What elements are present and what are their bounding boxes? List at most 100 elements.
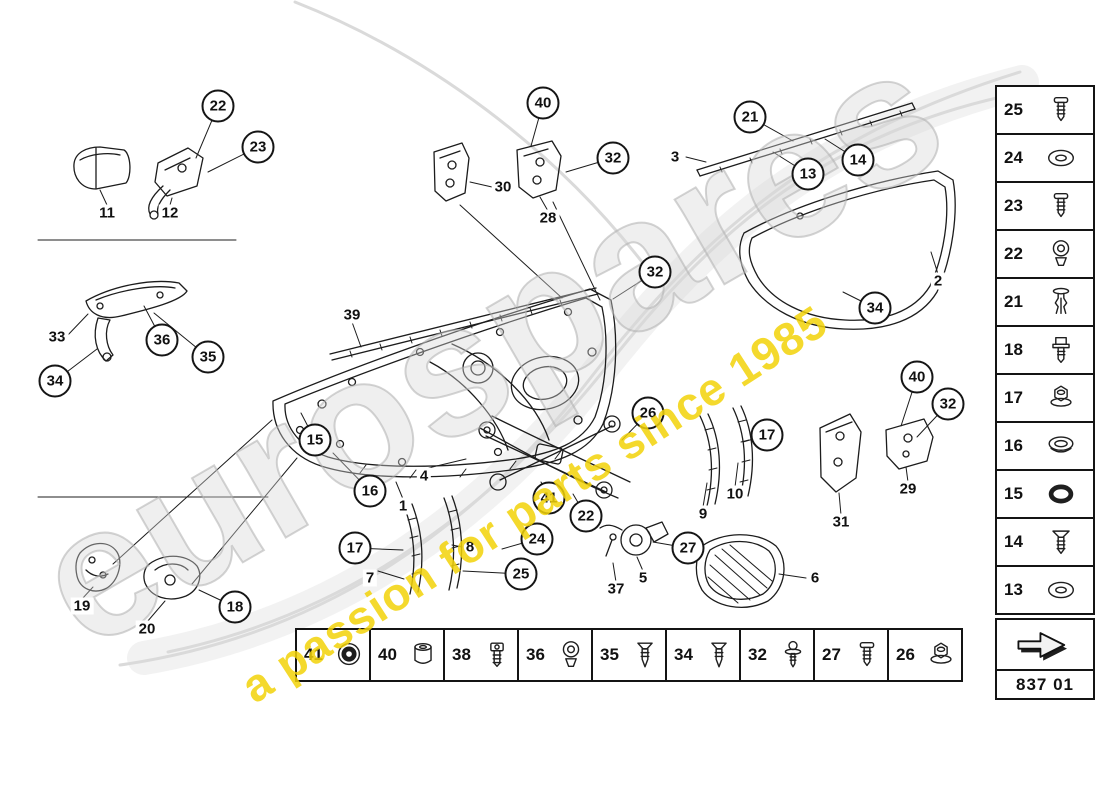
callout-23[interactable]: 23 bbox=[241, 130, 275, 164]
callout-20[interactable]: 20 bbox=[135, 620, 159, 638]
sidebar-part-23[interactable]: 23 bbox=[995, 181, 1095, 231]
callout-3[interactable]: 3 bbox=[667, 148, 683, 166]
door-check-strap-drawing bbox=[148, 147, 204, 220]
grommet-icon bbox=[550, 638, 591, 672]
sidebar-part-22[interactable]: 22 bbox=[995, 229, 1095, 279]
seal-ring-icon bbox=[1028, 477, 1093, 511]
callout-7[interactable]: 7 bbox=[362, 569, 378, 587]
callout-40[interactable]: 40 bbox=[526, 86, 560, 120]
callout-39[interactable]: 39 bbox=[340, 306, 364, 324]
screw-with-washer-icon bbox=[772, 638, 813, 672]
push-rivet-icon bbox=[328, 638, 369, 672]
callout-15[interactable]: 15 bbox=[298, 423, 332, 457]
sidebar-part-24[interactable]: 24 bbox=[995, 133, 1095, 183]
callout-35[interactable]: 35 bbox=[191, 340, 225, 374]
sidebar-part-17[interactable]: 17 bbox=[995, 373, 1095, 423]
callout-32[interactable]: 32 bbox=[596, 141, 630, 175]
callout-17[interactable]: 17 bbox=[338, 531, 372, 565]
bottom-part-40[interactable]: 40 bbox=[369, 628, 445, 682]
part-number: 15 bbox=[1004, 484, 1023, 503]
sidebar-part-25[interactable]: 25 bbox=[995, 85, 1095, 135]
part-number: 13 bbox=[1004, 580, 1023, 599]
callout-34[interactable]: 34 bbox=[858, 291, 892, 325]
callout-18[interactable]: 18 bbox=[218, 590, 252, 624]
callout-36[interactable]: 36 bbox=[145, 323, 179, 357]
callout-25[interactable]: 25 bbox=[504, 557, 538, 591]
bottom-part-36[interactable]: 36 bbox=[517, 628, 593, 682]
sidebar-part-13[interactable]: 13 bbox=[995, 565, 1095, 615]
part-number: 25 bbox=[1004, 100, 1023, 119]
washer-icon bbox=[1028, 573, 1093, 607]
callout-19[interactable]: 19 bbox=[70, 597, 94, 615]
callout-34[interactable]: 34 bbox=[38, 364, 72, 398]
callout-32[interactable]: 32 bbox=[931, 387, 965, 421]
callout-24[interactable]: 24 bbox=[520, 522, 554, 556]
callout-8[interactable]: 8 bbox=[462, 538, 478, 556]
part-number: 26 bbox=[896, 645, 915, 664]
waist-seal-strip-drawing bbox=[329, 287, 599, 361]
callout-1[interactable]: 1 bbox=[395, 497, 411, 515]
callout-26[interactable]: 26 bbox=[631, 396, 665, 430]
bottom-part-34[interactable]: 34 bbox=[665, 628, 741, 682]
door-stop-cover-drawing bbox=[73, 146, 131, 190]
callout-6[interactable]: 6 bbox=[807, 569, 823, 587]
part-number: 24 bbox=[1004, 148, 1023, 167]
sidebar-part-14[interactable]: 14 bbox=[995, 517, 1095, 567]
bottom-part-26[interactable]: 26 bbox=[887, 628, 963, 682]
callout-9[interactable]: 9 bbox=[695, 505, 711, 523]
part-number: 38 bbox=[452, 645, 471, 664]
part-number: 32 bbox=[748, 645, 767, 664]
sidebar-part-18[interactable]: 18 bbox=[995, 325, 1095, 375]
sidebar-part-21[interactable]: 21 bbox=[995, 277, 1095, 327]
callout-29[interactable]: 29 bbox=[896, 480, 920, 498]
mirror-triangle-drawing bbox=[75, 542, 121, 592]
flange-nut-icon bbox=[920, 638, 961, 672]
callout-33[interactable]: 33 bbox=[45, 328, 69, 346]
part-number: 21 bbox=[1004, 292, 1023, 311]
bottom-part-32[interactable]: 32 bbox=[739, 628, 815, 682]
part-number: 16 bbox=[1004, 436, 1023, 455]
callout-40[interactable]: 40 bbox=[900, 360, 934, 394]
part-number: 23 bbox=[1004, 196, 1023, 215]
callout-10[interactable]: 10 bbox=[723, 485, 747, 503]
callout-27[interactable]: 27 bbox=[671, 531, 705, 565]
bottom-part-41[interactable]: 41 bbox=[295, 628, 371, 682]
hex-flange-bolt-icon bbox=[1028, 333, 1093, 367]
callout-31[interactable]: 31 bbox=[829, 513, 853, 531]
part-number: 22 bbox=[1004, 244, 1023, 263]
callout-21[interactable]: 21 bbox=[733, 100, 767, 134]
callout-22[interactable]: 22 bbox=[201, 89, 235, 123]
bottom-part-38[interactable]: 38 bbox=[443, 628, 519, 682]
tapping-screw-icon bbox=[698, 638, 739, 672]
pan-head-screw-icon bbox=[1028, 93, 1093, 127]
sidebar-part-15[interactable]: 15 bbox=[995, 469, 1095, 519]
part-number: 40 bbox=[378, 645, 397, 664]
callout-37[interactable]: 37 bbox=[604, 580, 628, 598]
callout-22[interactable]: 22 bbox=[569, 499, 603, 533]
pan-head-screw-icon bbox=[846, 638, 887, 672]
callout-13[interactable]: 13 bbox=[791, 157, 825, 191]
tapping-screw-icon bbox=[624, 638, 665, 672]
bottom-part-27[interactable]: 27 bbox=[813, 628, 889, 682]
callout-30[interactable]: 30 bbox=[491, 178, 515, 196]
callout-11[interactable]: 11 bbox=[96, 204, 118, 222]
callout-5[interactable]: 5 bbox=[635, 569, 651, 587]
callout-4[interactable]: 4 bbox=[416, 467, 432, 485]
door-seal-drawing bbox=[739, 170, 956, 330]
callout-32[interactable]: 32 bbox=[638, 255, 672, 289]
callout-16[interactable]: 16 bbox=[353, 474, 387, 508]
callout-14[interactable]: 14 bbox=[841, 143, 875, 177]
callout-28[interactable]: 28 bbox=[536, 209, 560, 227]
diagram-code-box: 837 01 bbox=[995, 618, 1095, 700]
callout-17[interactable]: 17 bbox=[750, 418, 784, 452]
callout-12[interactable]: 12 bbox=[158, 204, 182, 222]
part-number: 18 bbox=[1004, 340, 1023, 359]
callout-2[interactable]: 2 bbox=[930, 272, 946, 290]
part-number: 36 bbox=[526, 645, 545, 664]
window-guide-rails-drawing bbox=[403, 405, 754, 595]
sidebar-part-16[interactable]: 16 bbox=[995, 421, 1095, 471]
bottom-part-35[interactable]: 35 bbox=[591, 628, 667, 682]
callout-41[interactable]: 41 bbox=[532, 481, 566, 515]
